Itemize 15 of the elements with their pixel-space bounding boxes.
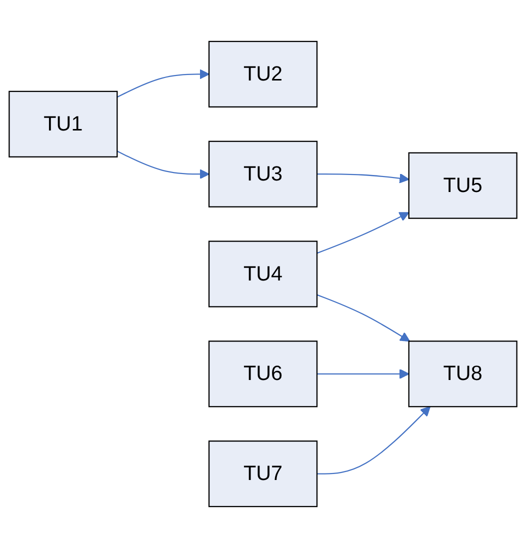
node-box: TU5 — [408, 152, 518, 219]
arrow — [316, 173, 410, 184]
arrow — [316, 294, 410, 342]
node-box: TU3 — [208, 140, 318, 208]
arrow — [316, 212, 410, 254]
arrow — [116, 150, 210, 180]
node-box: TU4 — [208, 240, 318, 308]
arrow — [316, 368, 410, 379]
node-box: TU7 — [208, 440, 318, 508]
node-box: TU8 — [408, 340, 518, 408]
arrow — [316, 406, 431, 474]
node-box: TU1 — [8, 90, 118, 158]
node-box: TU6 — [208, 340, 318, 408]
arrow — [116, 69, 210, 98]
node-box: TU2 — [208, 40, 318, 108]
